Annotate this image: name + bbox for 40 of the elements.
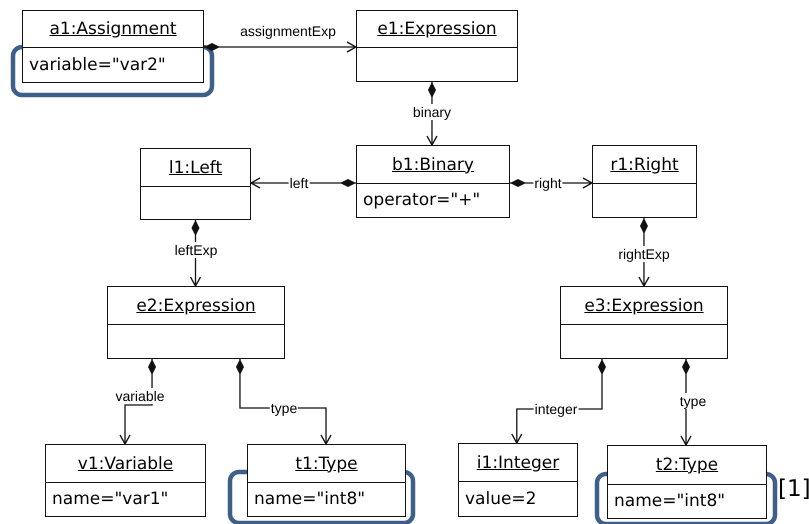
attribute-text: operator="+" xyxy=(363,190,480,210)
object-box xyxy=(140,148,251,220)
object-name: r1:Right xyxy=(610,154,679,174)
object-name: e3:Expression xyxy=(584,296,704,316)
object-name: b1:Binary xyxy=(392,154,474,174)
edge-label: type xyxy=(678,393,708,409)
object-name: i1:Integer xyxy=(476,452,560,472)
object-box xyxy=(107,286,285,359)
object-name: v1:Variable xyxy=(78,454,174,474)
edge-label: assignmentExp xyxy=(239,23,337,39)
edge-label: integer xyxy=(534,401,578,417)
object-box xyxy=(607,445,767,519)
object-box xyxy=(22,10,204,83)
edge-label: left xyxy=(288,175,310,191)
object-name: a1:Assignment xyxy=(49,19,177,39)
object-box xyxy=(356,10,518,82)
edge-label: rightExp xyxy=(617,246,671,262)
edge-label: variable xyxy=(114,388,166,404)
attribute-text: name="int8" xyxy=(614,491,726,511)
object-box xyxy=(45,444,206,517)
edge-label: right xyxy=(533,175,563,191)
association-arrow xyxy=(204,41,357,53)
object-box xyxy=(560,286,728,359)
edge-label: leftExp xyxy=(174,242,218,258)
attribute-text: name="var1" xyxy=(52,489,168,509)
object-name: e2:Expression xyxy=(136,296,256,316)
object-name: t2:Type xyxy=(656,455,718,475)
object-name: t1:Type xyxy=(295,454,358,474)
object-name: l1:Left xyxy=(168,158,222,178)
attribute-text: variable="var2" xyxy=(29,54,166,74)
object-box xyxy=(356,145,510,218)
object-box xyxy=(592,145,697,218)
association-arrow xyxy=(250,177,356,189)
object-name: e1:Expression xyxy=(377,19,497,39)
attribute-text: name="int8" xyxy=(254,489,366,509)
reference-note: [1] xyxy=(778,476,809,502)
edge-label: binary xyxy=(412,104,452,120)
object-box xyxy=(247,444,406,517)
attribute-text: value=2 xyxy=(465,488,536,508)
object-box xyxy=(458,443,578,517)
